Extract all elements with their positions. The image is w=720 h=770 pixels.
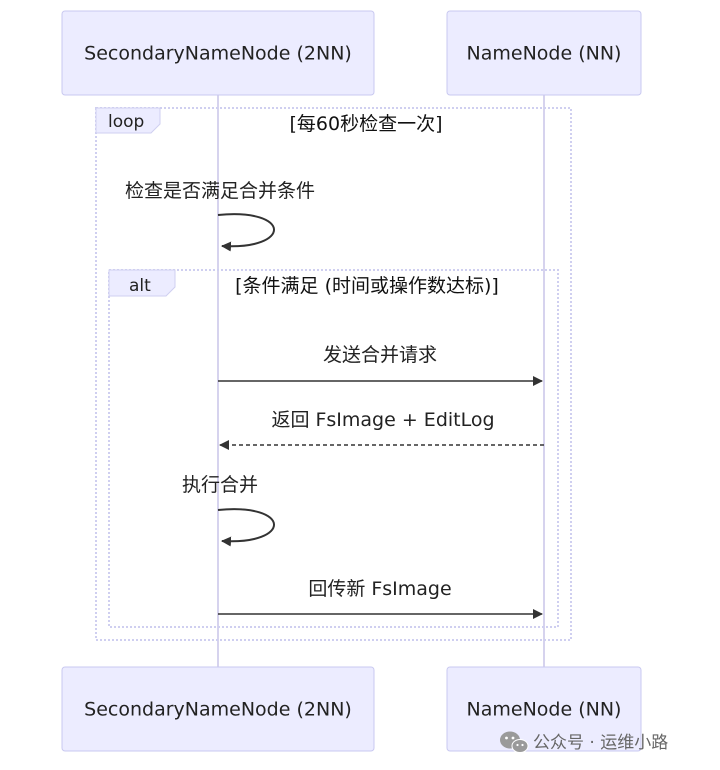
watermark: 公众号 · 运维小路	[500, 731, 668, 753]
return-files-label: 返回 FsImage + EditLog	[271, 409, 494, 431]
alt-frame: alt [条件满足 (时间或操作数达标)]	[108, 269, 559, 628]
alt-label: alt	[129, 276, 151, 296]
actor-namenode-top: NameNode (NN)	[446, 10, 642, 96]
self-check-label: 检查是否满足合并条件	[125, 180, 315, 202]
actor-label: NameNode (NN)	[467, 43, 622, 65]
loop-frame: loop [每60秒检查一次]	[95, 107, 572, 641]
actor-label: NameNode (NN)	[467, 699, 622, 721]
actor-namenode-bottom: NameNode (NN)	[446, 666, 642, 752]
loop-condition: [每60秒检查一次]	[289, 113, 442, 135]
alt-tab	[108, 269, 176, 297]
send-request-label: 发送合并请求	[323, 344, 437, 366]
do-merge-arrow	[217, 508, 275, 547]
alt-condition: [条件满足 (时间或操作数达标)]	[235, 275, 499, 297]
actor-secondary-namenode-bottom: SecondaryNameNode (2NN)	[61, 666, 375, 752]
self-check-arrow	[217, 213, 275, 252]
loop-label: loop	[108, 112, 144, 132]
do-merge-label: 执行合并	[182, 474, 258, 496]
loop-tab	[95, 107, 161, 134]
send-back-label: 回传新 FsImage	[308, 578, 451, 600]
actor-label: SecondaryNameNode (2NN)	[84, 43, 352, 65]
actor-label: SecondaryNameNode (2NN)	[84, 699, 352, 721]
wechat-icon	[500, 731, 529, 753]
watermark-text: 公众号 · 运维小路	[533, 733, 668, 753]
actor-secondary-namenode-top: SecondaryNameNode (2NN)	[61, 10, 375, 96]
